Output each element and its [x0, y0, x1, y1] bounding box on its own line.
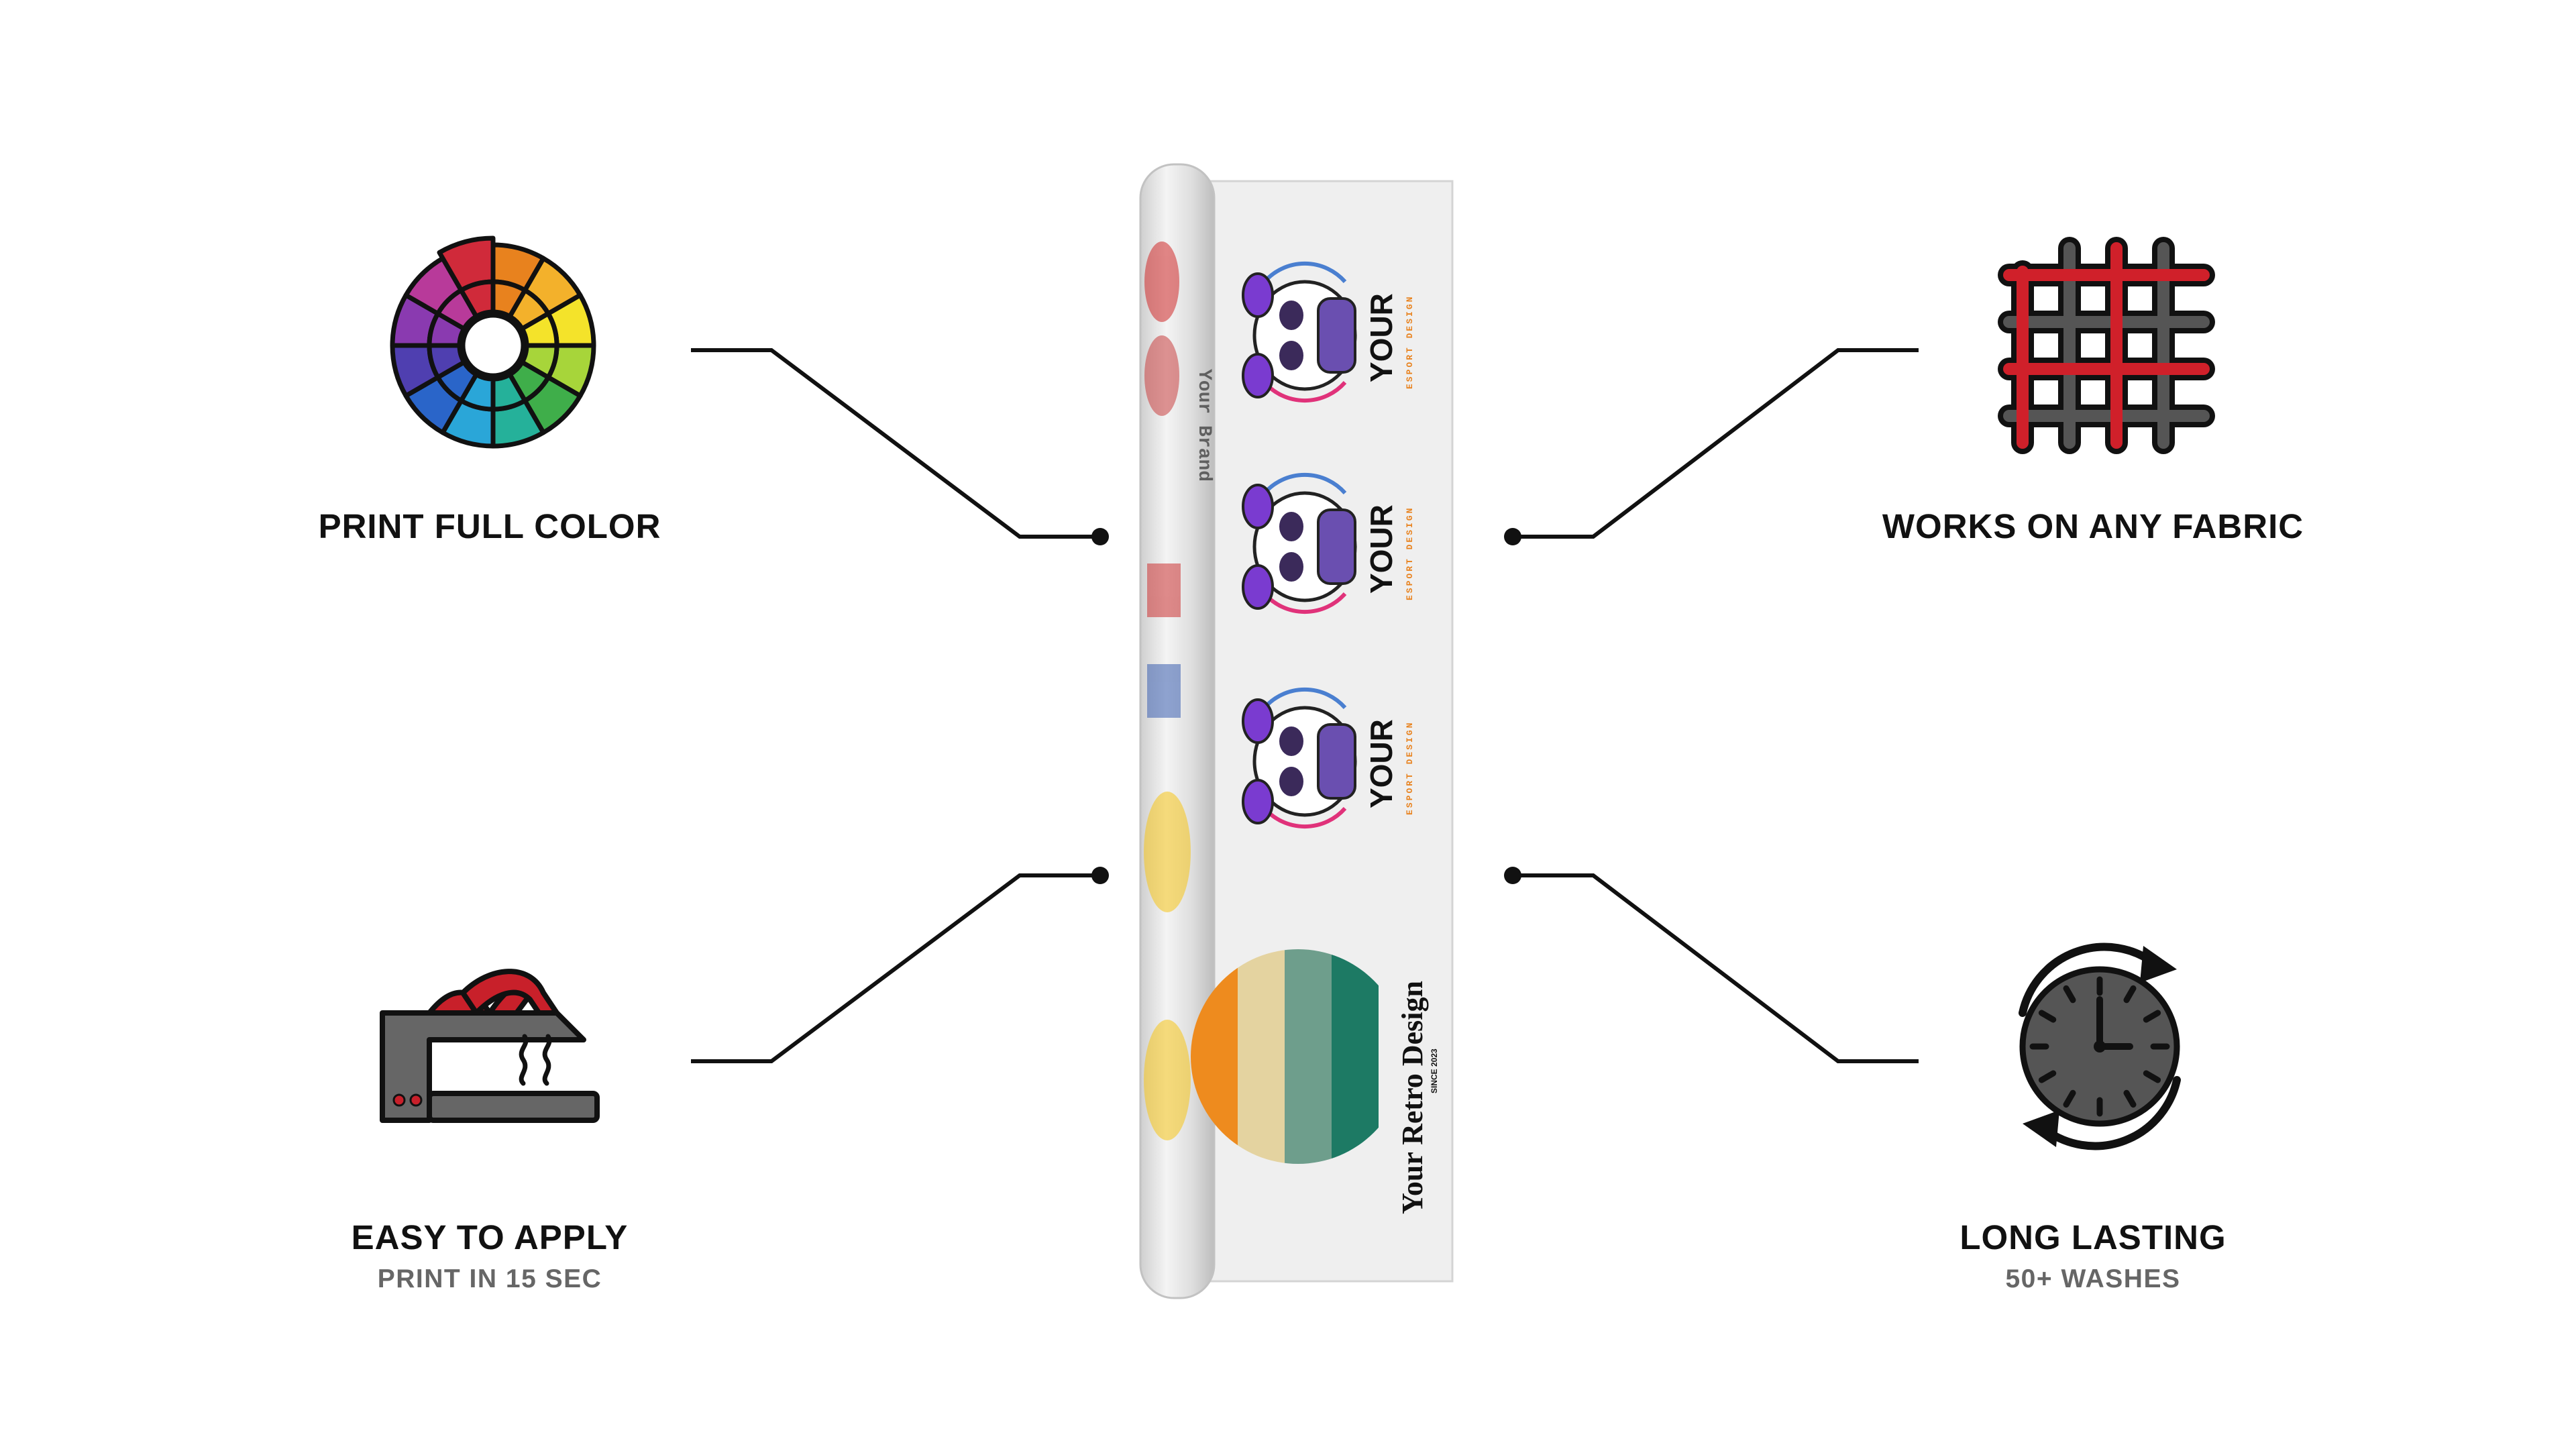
feature-title-full-color: PRINT FULL COLOR — [318, 507, 661, 545]
esport-logo-tag: ESPORT DESIGN — [1405, 506, 1415, 600]
connector-bottom-left — [691, 873, 1100, 1063]
panda-esport-design: YOUR ESPORT DESIGN — [1242, 472, 1415, 614]
fabric-mesh-icon — [1998, 237, 2215, 454]
clock-tick — [2038, 1010, 2057, 1023]
clock-tick — [2123, 1089, 2137, 1108]
esport-logo-word: YOUR — [1364, 504, 1399, 594]
feature-subtitle-long-lasting: 50+ WASHES — [2005, 1264, 2181, 1293]
clock-tick — [2038, 1070, 2057, 1083]
clock-tick — [2123, 985, 2137, 1004]
esport-logo-tag: ESPORT DESIGN — [1405, 721, 1415, 815]
connector-dot-top-left — [1091, 528, 1109, 545]
retro-sunset-design: Your Retro Design SINCE 2023 — [1191, 949, 1439, 1214]
clock-tick — [2063, 1089, 2076, 1108]
feature-title-any-fabric: WORKS ON ANY FABRIC — [1882, 507, 2304, 545]
retro-tag: SINCE 2023 — [1430, 1048, 1439, 1093]
panda-esport-design: YOUR ESPORT DESIGN — [1242, 261, 1415, 403]
wheel-center — [460, 313, 526, 378]
cycle-arrowhead-bottom — [2023, 1110, 2059, 1147]
connector-top-left — [691, 348, 1100, 539]
connector-dot-bottom-right — [1504, 867, 1521, 884]
clock-tick — [2143, 1070, 2161, 1083]
dtf-transfer-roll: Your Brand YOUR ESPORT DESIGN YOUR ESPORT D… — [1139, 163, 1454, 1299]
feature-title-easy-apply: EASY TO APPLY — [351, 1218, 629, 1256]
connector-bottom-right — [1513, 873, 1919, 1063]
esport-logo-word: YOUR — [1364, 293, 1399, 382]
wheel-inner-segment — [459, 279, 496, 319]
cycle-arrowhead-top — [2140, 946, 2177, 983]
clock-center — [2094, 1040, 2106, 1053]
heat-press-icon — [380, 969, 600, 1123]
connector-top-right — [1513, 348, 1919, 539]
panda-esport-design: YOUR ESPORT DESIGN — [1242, 687, 1415, 829]
roll-brand-text: Your Brand — [1193, 369, 1214, 482]
feature-subtitle-easy-apply: PRINT IN 15 SEC — [377, 1264, 602, 1293]
color-wheel-icon — [390, 235, 596, 449]
esport-logo-word: YOUR — [1364, 719, 1399, 808]
feature-title-long-lasting: LONG LASTING — [1960, 1218, 2226, 1256]
clock-tick — [2063, 985, 2076, 1004]
film-roll — [1139, 163, 1216, 1299]
esport-logo-tag: ESPORT DESIGN — [1405, 295, 1415, 389]
cycle-arrow-bottom — [2042, 1076, 2181, 1150]
cycle-arrow-top — [2019, 943, 2157, 1017]
clock-tick — [2143, 1010, 2161, 1023]
clock-cycle-icon — [2019, 943, 2181, 1150]
retro-title: Your Retro Design — [1396, 981, 1429, 1214]
connector-dot-top-right — [1504, 528, 1521, 545]
connector-dot-bottom-left — [1091, 867, 1109, 884]
